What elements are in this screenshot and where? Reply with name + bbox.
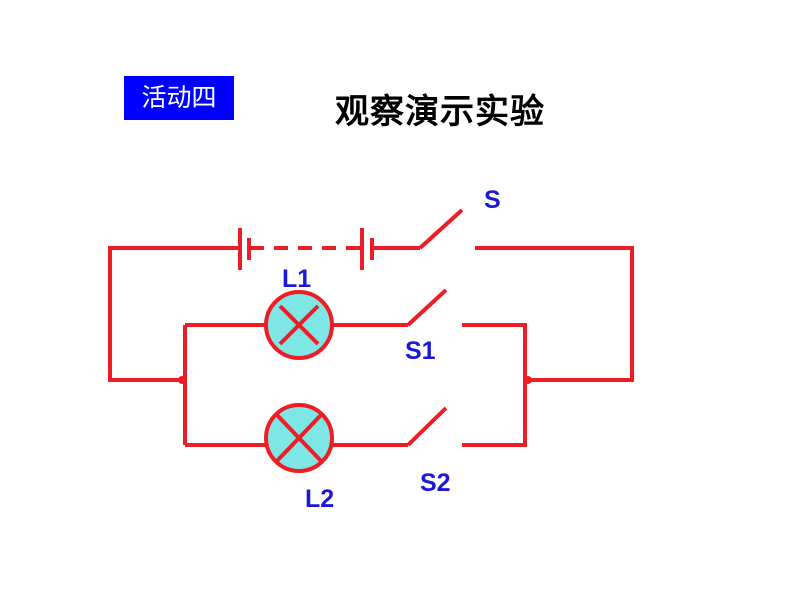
wire-top-right: [475, 246, 634, 382]
label-switch-s: S: [484, 186, 501, 214]
label-lamp-l2: L2: [305, 485, 334, 513]
junction-right: [524, 376, 532, 384]
lamp-l2-icon: [264, 403, 334, 473]
label-lamp-l1: L1: [282, 265, 311, 293]
junction-left: [178, 376, 186, 384]
switch-s-blade: [418, 208, 464, 250]
page-title: 观察演示实验: [335, 92, 545, 132]
wire-top-left: [108, 246, 240, 382]
switch-s1-blade: [406, 288, 448, 327]
label-switch-s2: S2: [420, 469, 451, 497]
activity-badge: 活动四: [124, 76, 234, 120]
lamp-l1-icon: [264, 290, 334, 360]
label-switch-s1: S1: [405, 337, 436, 365]
switch-s2-blade: [406, 406, 448, 447]
